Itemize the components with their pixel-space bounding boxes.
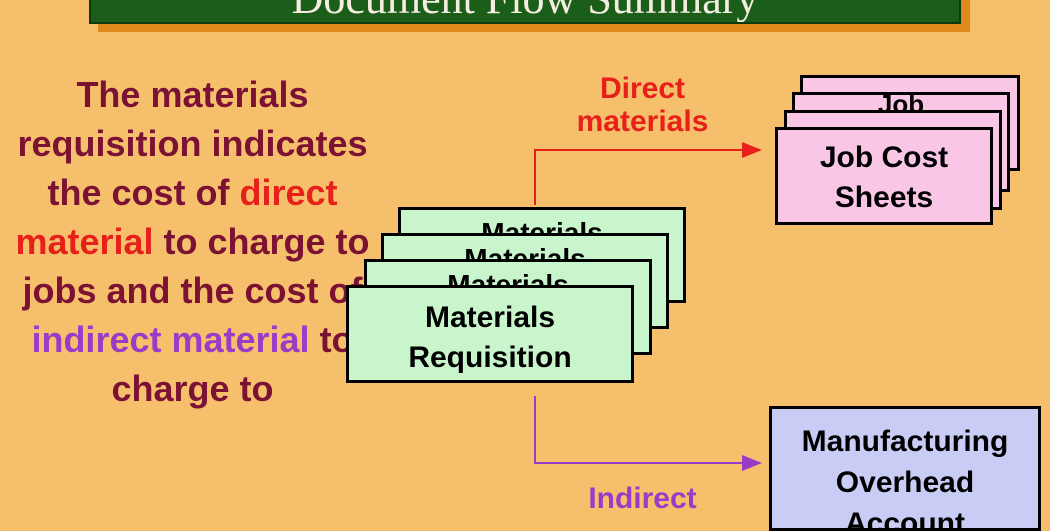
direct-materials-label: Direct materials [560,72,725,138]
direct-materials-arrow [534,142,762,205]
overhead-line-2: Overhead [835,466,975,499]
explanation-part-3: to charge to [111,319,354,409]
explanation-text: The materials requisition indicates the … [10,70,375,413]
job-cost-sheets-card: Job Cost Sheets [775,127,993,225]
indirect-materials-arrow [534,396,762,471]
explanation-part-2: to charge to jobs and the cost of [22,221,370,311]
overhead-line-1: Manufacturing [801,425,1009,458]
job-cost-line-1: Job Cost [819,141,949,174]
page-title: Document Flow Summary [89,0,961,24]
job-cost-line-2: Sheets [834,181,934,214]
indirect-materials-label: Indirect [560,482,725,515]
explanation-indirect-material: indirect material [31,319,310,360]
overhead-line-3: Account [845,507,965,531]
explanation-part-1: The materials requisition indicates the … [17,74,368,213]
indirect-label-line-1: Indirect [588,482,697,515]
explanation-direct-material: direct material [15,172,338,262]
materials-requisition-card: Materials Requisition [346,285,634,383]
manufacturing-overhead-card: Manufacturing Overhead Account [769,406,1041,531]
requisition-line-2: Requisition [408,341,572,374]
requisition-line-1: Materials [424,301,556,334]
direct-label-line-2: materials [576,105,709,138]
direct-label-line-1: Direct [599,72,686,105]
